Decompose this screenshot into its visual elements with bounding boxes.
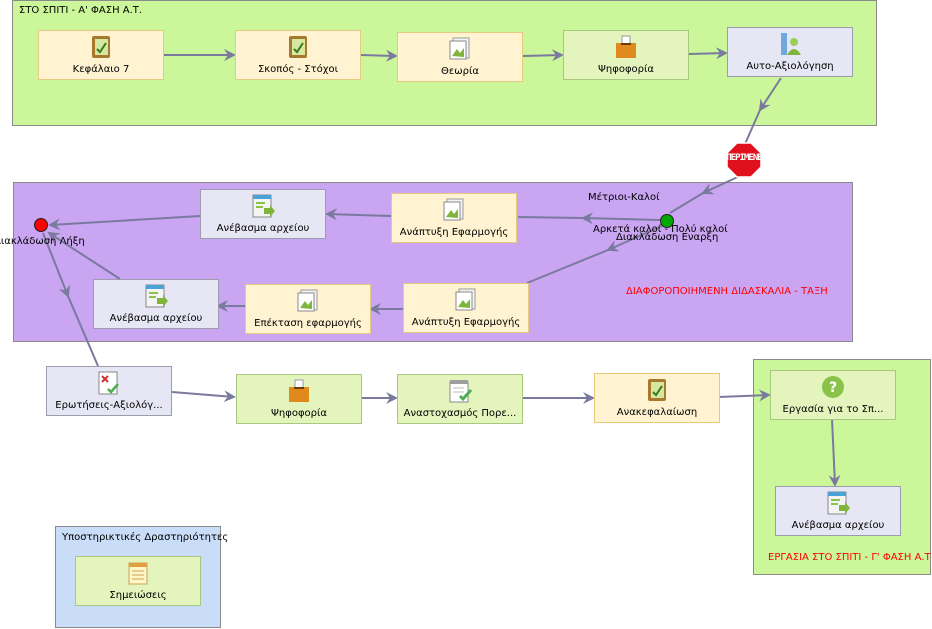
activity-label: Εργασία για το Σπ... (782, 404, 884, 415)
connector-arrow (526, 249, 609, 284)
connector-arrow (758, 77, 782, 112)
stop-sign-icon (726, 142, 762, 178)
activity-label: Ανάπτυξη Εφαρμογής (411, 317, 521, 328)
file-upload-icon (825, 490, 851, 516)
ballot-box-icon (613, 34, 639, 60)
activity-anakefalaiosi[interactable]: Ανακεφαλαίωση (594, 373, 720, 423)
connector-arrow (522, 49, 564, 62)
branch-end-label: Διακλάδωση Λήξη (0, 236, 85, 247)
activity-anevasma-arxeiou-3[interactable]: Ανέβασμα αρχείου (775, 486, 901, 536)
group-home-phase-c: ΕΡΓΑΣΙΑ ΣΤΟ ΣΠΙΤΙ - Γ' ΦΑΣΗ Α.Τ (753, 359, 931, 575)
activity-kefalaio-7[interactable]: Κεφάλαιο 7 (38, 30, 164, 80)
connector-arrow (325, 208, 392, 221)
notepad-icon (125, 560, 151, 586)
file-upload-icon (143, 283, 169, 309)
notebook-icon (285, 34, 311, 60)
connector-arrow (828, 418, 841, 487)
branch-label-upper: Μέτριοι-Καλοί (588, 192, 660, 203)
branch-label-lower: Αρκετά καλοί - Πολύ καλοί (593, 224, 728, 235)
connector-arrow (718, 389, 771, 402)
image-document-icon (447, 36, 473, 62)
activity-epektasi-efarmogis[interactable]: Επέκταση εφαρμογής (245, 284, 371, 334)
connector-arrow (48, 215, 201, 231)
activity-psifoforia-1[interactable]: Ψηφοφορία (563, 30, 689, 80)
svg-text:?: ? (829, 380, 837, 396)
self-assessment-icon (777, 31, 803, 57)
connector-arrow (606, 225, 663, 252)
activity-label: Ανακεφαλαίωση (616, 407, 698, 418)
activity-label: Ανέβασμα αρχείου (216, 223, 310, 234)
branch-start-label: Διακλάδωση Εναρξη (616, 232, 719, 243)
connector-arrow (701, 174, 743, 195)
group-title: ΣΤΟ ΣΠΙΤΙ - Α' ΦΑΣΗ Α.Τ. (19, 5, 143, 16)
stop-gate-label: ΠΕΡΙΜΕΝΕ (726, 153, 762, 163)
activity-anevasma-arxeiou-2[interactable]: Ανέβασμα αρχείου (93, 279, 219, 329)
activity-label: Αυτο-Αξιολόγηση (746, 61, 834, 72)
connector-arrow (517, 216, 584, 219)
image-document-icon (453, 287, 479, 313)
activity-label: Ανάπτυξη Εφαρμογής (399, 227, 509, 238)
activity-simeioseis[interactable]: Σημειώσεις (75, 556, 201, 606)
activity-label: Θεωρία (441, 66, 479, 77)
activity-ergasia-gia-to-spiti[interactable]: ? Εργασία για το Σπ... (770, 370, 896, 420)
activity-label: Κεφάλαιο 7 (72, 64, 130, 75)
activity-label: Ανέβασμα αρχείου (791, 520, 885, 531)
connector-arrow (581, 212, 661, 225)
image-document-icon (295, 288, 321, 314)
image-document-icon (441, 197, 467, 223)
activity-psifoforia-2[interactable]: Ψηφοφορία (236, 374, 362, 424)
activity-label: Επέκταση εφαρμογής (254, 318, 362, 329)
connector-arrow (42, 232, 70, 298)
notebook-icon (644, 377, 670, 403)
connector-arrow (171, 390, 236, 403)
file-upload-icon (250, 193, 276, 219)
activity-theoria[interactable]: Θεωρία (397, 32, 523, 82)
activity-label: Ψηφοφορία (271, 408, 327, 419)
activity-anaptixi-efarmogis-2[interactable]: Ανάπτυξη Εφαρμογής (403, 283, 529, 333)
activity-anaptixi-efarmogis-1[interactable]: Ανάπτυξη Εφαρμογής (391, 193, 517, 243)
activity-label: Σημειώσεις (109, 590, 167, 601)
connector-arrow (47, 231, 121, 280)
stop-gate[interactable]: ΠΕΡΙΜΕΝΕ (726, 142, 762, 178)
connector-arrow (688, 47, 728, 60)
activity-label: Ψηφοφορία (598, 64, 654, 75)
group-title: ΔΙΑΦΟΡΟΠΟΙΗΜΕΝΗ ΔΙΔΑΣΚΑΛΙΑ - ΤΑΞΗ (626, 286, 828, 297)
connector-arrow (360, 49, 398, 62)
activity-skopos-stoxoi[interactable]: Σκοπός - Στόχοι (235, 30, 361, 80)
checklist-icon (447, 378, 473, 404)
connector-arrow (67, 295, 99, 367)
group-title: Υποστηρικτικές Δραστηριότητες (62, 532, 229, 543)
activity-label: Ερωτήσεις-Αξιολόγ... (55, 400, 163, 411)
activity-label: Αναστοχασμός Πορε... (403, 408, 517, 419)
activity-label: Ανέβασμα αρχείου (109, 313, 203, 324)
quiz-icon (96, 370, 122, 396)
activity-auto-axiologisi[interactable]: Αυτο-Αξιολόγηση (727, 27, 853, 77)
question-icon: ? (820, 374, 846, 400)
notebook-icon (88, 34, 114, 60)
activity-anastoxasmos-poreias[interactable]: Αναστοχασμός Πορε... (397, 374, 523, 424)
ballot-box-icon (286, 378, 312, 404)
activity-erotiseis-axiologisi[interactable]: Ερωτήσεις-Αξιολόγ... (46, 366, 172, 416)
branch-start-dot[interactable] (660, 214, 674, 228)
activity-label: Σκοπός - Στόχοι (257, 64, 339, 75)
connector-arrow (744, 109, 761, 145)
connector-arrow (669, 192, 704, 214)
group-title: ΕΡΓΑΣΙΑ ΣΤΟ ΣΠΙΤΙ - Γ' ΦΑΣΗ Α.Τ (768, 552, 931, 563)
branch-end-dot[interactable] (34, 218, 48, 232)
activity-anevasma-arxeiou-1[interactable]: Ανέβασμα αρχείου (200, 189, 326, 239)
